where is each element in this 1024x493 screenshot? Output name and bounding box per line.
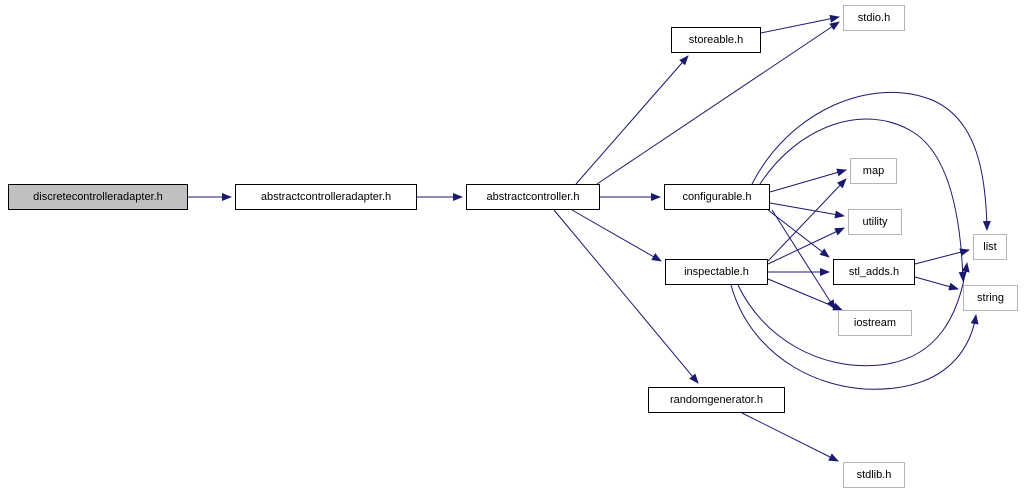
- edge-configurable-h-to-string: [759, 118, 967, 282]
- edge-abstractcontroller-h-to-storeable-h: [575, 55, 689, 185]
- graph-node-abstractcontroller-h[interactable]: abstractcontroller.h: [466, 184, 600, 210]
- edge-abstractcontroller-h-to-stdio-h: [596, 21, 840, 185]
- edge-stl-adds-h-to-list: [914, 248, 970, 265]
- graph-node-map: map: [850, 158, 897, 184]
- graph-node-configurable-h[interactable]: configurable.h: [664, 184, 770, 210]
- edge-randomgenerator-h-to-stdlib-h: [741, 412, 839, 462]
- edge-abstractcontroller-h-to-inspectable-h: [571, 209, 662, 262]
- graph-node-inspectable-h[interactable]: inspectable.h: [665, 259, 768, 285]
- graph-node-stdlib-h: stdlib.h: [843, 462, 905, 488]
- edge-configurable-h-to-map: [769, 168, 847, 193]
- edge-stl-adds-h-to-string: [914, 276, 959, 291]
- edge-configurable-h-to-utility: [769, 202, 845, 219]
- edge-inspectable-h-to-utility: [767, 227, 845, 265]
- graph-node-iostream: iostream: [838, 310, 912, 336]
- graph-node-stdio-h: stdio.h: [843, 5, 905, 31]
- edge-inspectable-h-to-map: [767, 178, 847, 262]
- graph-node-discretecontrolleradapter-h: discretecontrolleradapter.h: [8, 184, 188, 210]
- graph-node-abstractcontrolleradapter-h[interactable]: abstractcontrolleradapter.h: [235, 184, 417, 210]
- edge-storeable-h-to-stdio-h: [760, 14, 840, 34]
- graph-node-stl-adds-h[interactable]: stl_adds.h: [833, 259, 915, 285]
- graph-node-randomgenerator-h[interactable]: randomgenerator.h: [648, 387, 785, 413]
- edge-inspectable-h-to-string: [730, 284, 979, 390]
- edge-configurable-h-to-list: [751, 91, 991, 231]
- edge-inspectable-h-to-list: [737, 262, 970, 367]
- edge-inspectable-h-to-iostream: [767, 278, 843, 311]
- graph-node-list: list: [973, 234, 1007, 260]
- graph-node-storeable-h[interactable]: storeable.h: [671, 27, 761, 53]
- graph-node-utility: utility: [848, 209, 902, 235]
- edge-abstractcontroller-h-to-randomgenerator-h: [553, 209, 699, 384]
- edge-configurable-h-to-stl-adds-h: [767, 209, 830, 258]
- edge-configurable-h-to-iostream: [771, 209, 836, 310]
- graph-node-string: string: [963, 285, 1018, 311]
